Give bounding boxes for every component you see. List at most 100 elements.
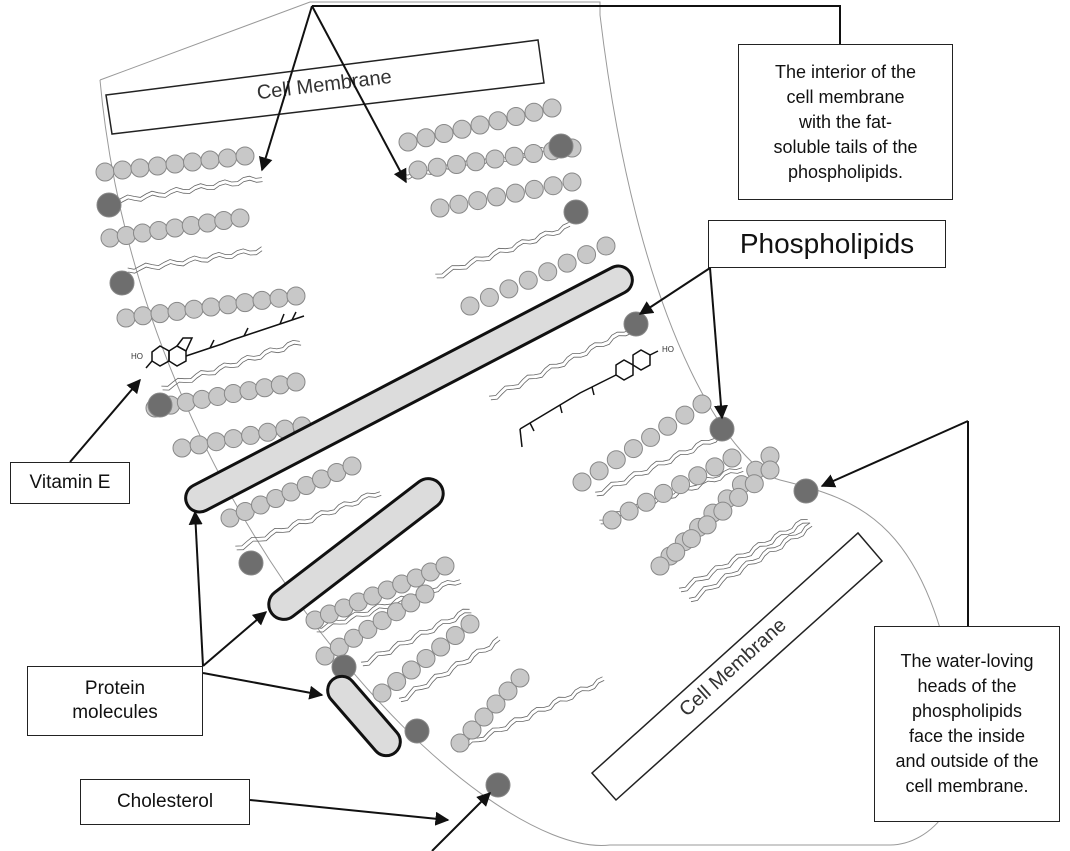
- phospholipid-head: [460, 296, 480, 316]
- phospholipid-tail: [398, 636, 499, 699]
- phospholipid-head: [387, 672, 407, 691]
- phospholipid-head: [401, 660, 421, 680]
- arrow-head-bottom: [431, 792, 491, 851]
- phospholipid-tail: [109, 175, 262, 202]
- phospholipid-head: [430, 198, 450, 218]
- arrows: [69, 5, 969, 851]
- phospholipid-tail: [490, 332, 632, 401]
- phospholipid-head: [447, 155, 466, 174]
- phospholipid-head: [488, 111, 508, 131]
- phospholipid-head: [462, 720, 482, 740]
- phospholipid-head: [435, 556, 455, 576]
- phospholipid-head: [445, 626, 465, 645]
- phospholipid-head: [183, 152, 202, 172]
- phospholipid-head: [344, 628, 364, 648]
- phospholipid-head: [589, 461, 609, 481]
- phospholipid-head: [692, 394, 712, 414]
- phospholipid-dark-head: [548, 133, 574, 159]
- callout-interior: The interior of the cell membrane with t…: [738, 44, 953, 200]
- phospholipid-head: [658, 416, 678, 436]
- phospholipid-head: [133, 306, 153, 326]
- phospholipid-head: [450, 733, 470, 753]
- phospholipid-head: [524, 179, 544, 199]
- phospholipid-dark-head: [709, 416, 735, 442]
- phospholipid-dark-head: [109, 270, 135, 296]
- phospholipid-head: [452, 119, 472, 139]
- phospholipid-head: [499, 279, 519, 299]
- phospholipid-head: [315, 646, 335, 666]
- phospholipid-head: [235, 146, 255, 166]
- phospholipid-head: [542, 98, 562, 118]
- phospholipid-head: [150, 304, 170, 324]
- phospholipid-head: [744, 474, 764, 494]
- phospholipid-head: [538, 262, 558, 282]
- phospholipid-head: [386, 602, 406, 622]
- phospholipid-head: [562, 172, 582, 192]
- phospholipid-head: [524, 144, 543, 163]
- phospholipid-dark-head: [147, 392, 173, 418]
- protein-molecule-medium: [267, 477, 445, 621]
- phospholipid-head: [208, 386, 228, 406]
- phospholipid-bilayer: [95, 98, 780, 753]
- phospholipid-tail: [361, 608, 470, 663]
- phospholipid-head: [189, 435, 209, 455]
- phospholipid-tail: [678, 519, 808, 589]
- phospholipid-head: [270, 375, 290, 395]
- phospholipid-head: [130, 158, 150, 178]
- phospholipid-head: [606, 450, 626, 470]
- protein-molecule-small: [326, 674, 402, 758]
- arrow-cholesterol: [249, 799, 450, 826]
- phospholipid-head: [449, 194, 469, 214]
- phospholipid-head: [184, 299, 204, 319]
- phospholipid-head: [543, 176, 563, 196]
- phospholipid-head: [479, 287, 499, 307]
- phospholipid-head: [398, 132, 418, 152]
- protein-molecules: [184, 264, 634, 758]
- phospholipid-head: [241, 425, 261, 445]
- callout-phospholipids: Phospholipids: [708, 220, 946, 268]
- phospholipid-head: [518, 270, 538, 290]
- phospholipid-head: [729, 487, 749, 507]
- phospholipid-head: [201, 297, 221, 317]
- phospholipid-dark-head: [96, 192, 122, 218]
- phospholipid-tail: [110, 179, 263, 206]
- phospholipid-head: [713, 501, 733, 521]
- phospholipid-head: [505, 183, 525, 203]
- phospholipid-head: [705, 457, 725, 477]
- phospholipid-head: [486, 694, 506, 714]
- phospholipid-head: [572, 472, 592, 492]
- phospholipid-head: [641, 427, 661, 447]
- phospholipid-tail: [127, 246, 262, 270]
- phospholipid-head: [255, 378, 275, 398]
- phospholipid-tail: [162, 343, 302, 391]
- phospholipid-head: [408, 160, 428, 180]
- phospholipid-head: [218, 148, 237, 168]
- protein-molecule-large: [184, 264, 634, 514]
- phospholipid-tail: [688, 522, 811, 599]
- phospholipid-head: [697, 515, 717, 535]
- phospholipid-head: [760, 460, 780, 480]
- arrow-interior-tails-left: [258, 5, 313, 172]
- phospholipid-tail: [315, 579, 461, 629]
- phospholipid-tail: [455, 676, 603, 749]
- arrow-protein-small: [202, 672, 324, 700]
- vitamin-e-molecule-right: [519, 349, 659, 448]
- phospholipid-head: [557, 253, 577, 273]
- phospholipid-head: [206, 432, 226, 452]
- phospholipid-tail: [596, 436, 721, 497]
- phospholipid-head: [200, 150, 220, 170]
- vitamin-e-ho-label-left: HO: [131, 352, 143, 361]
- phospholipid-head: [149, 221, 169, 240]
- phospholipid-head: [510, 668, 530, 688]
- phospholipid-head: [506, 107, 526, 126]
- phospholipid-tail: [690, 525, 813, 603]
- phospholipid-head: [165, 218, 185, 238]
- phospholipid-head: [470, 115, 490, 135]
- phospholipid-head: [431, 637, 451, 657]
- phospholipid-dark-head: [793, 478, 819, 504]
- phospholipid-head: [504, 146, 524, 166]
- arrow-phospholipids-head-1: [638, 267, 711, 315]
- phospholipid-head: [675, 405, 695, 425]
- phospholipid-head: [258, 422, 278, 442]
